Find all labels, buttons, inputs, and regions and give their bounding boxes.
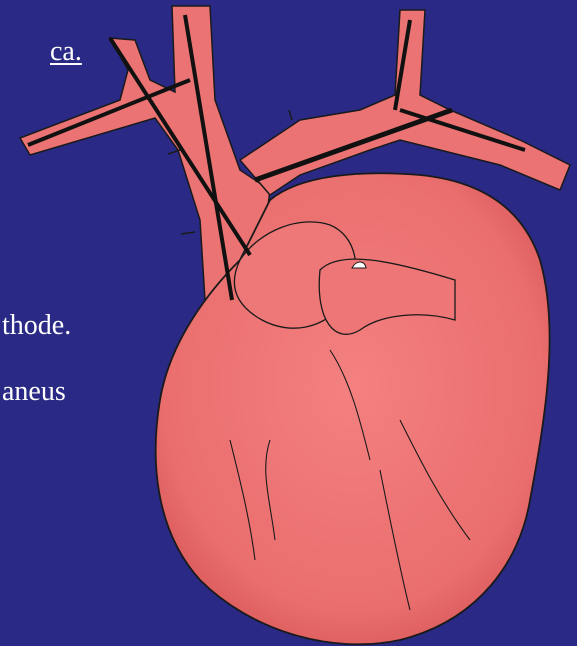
left-vessel	[20, 6, 270, 300]
marker-arrow-2	[181, 232, 195, 234]
marker-arrow-3	[289, 110, 292, 120]
